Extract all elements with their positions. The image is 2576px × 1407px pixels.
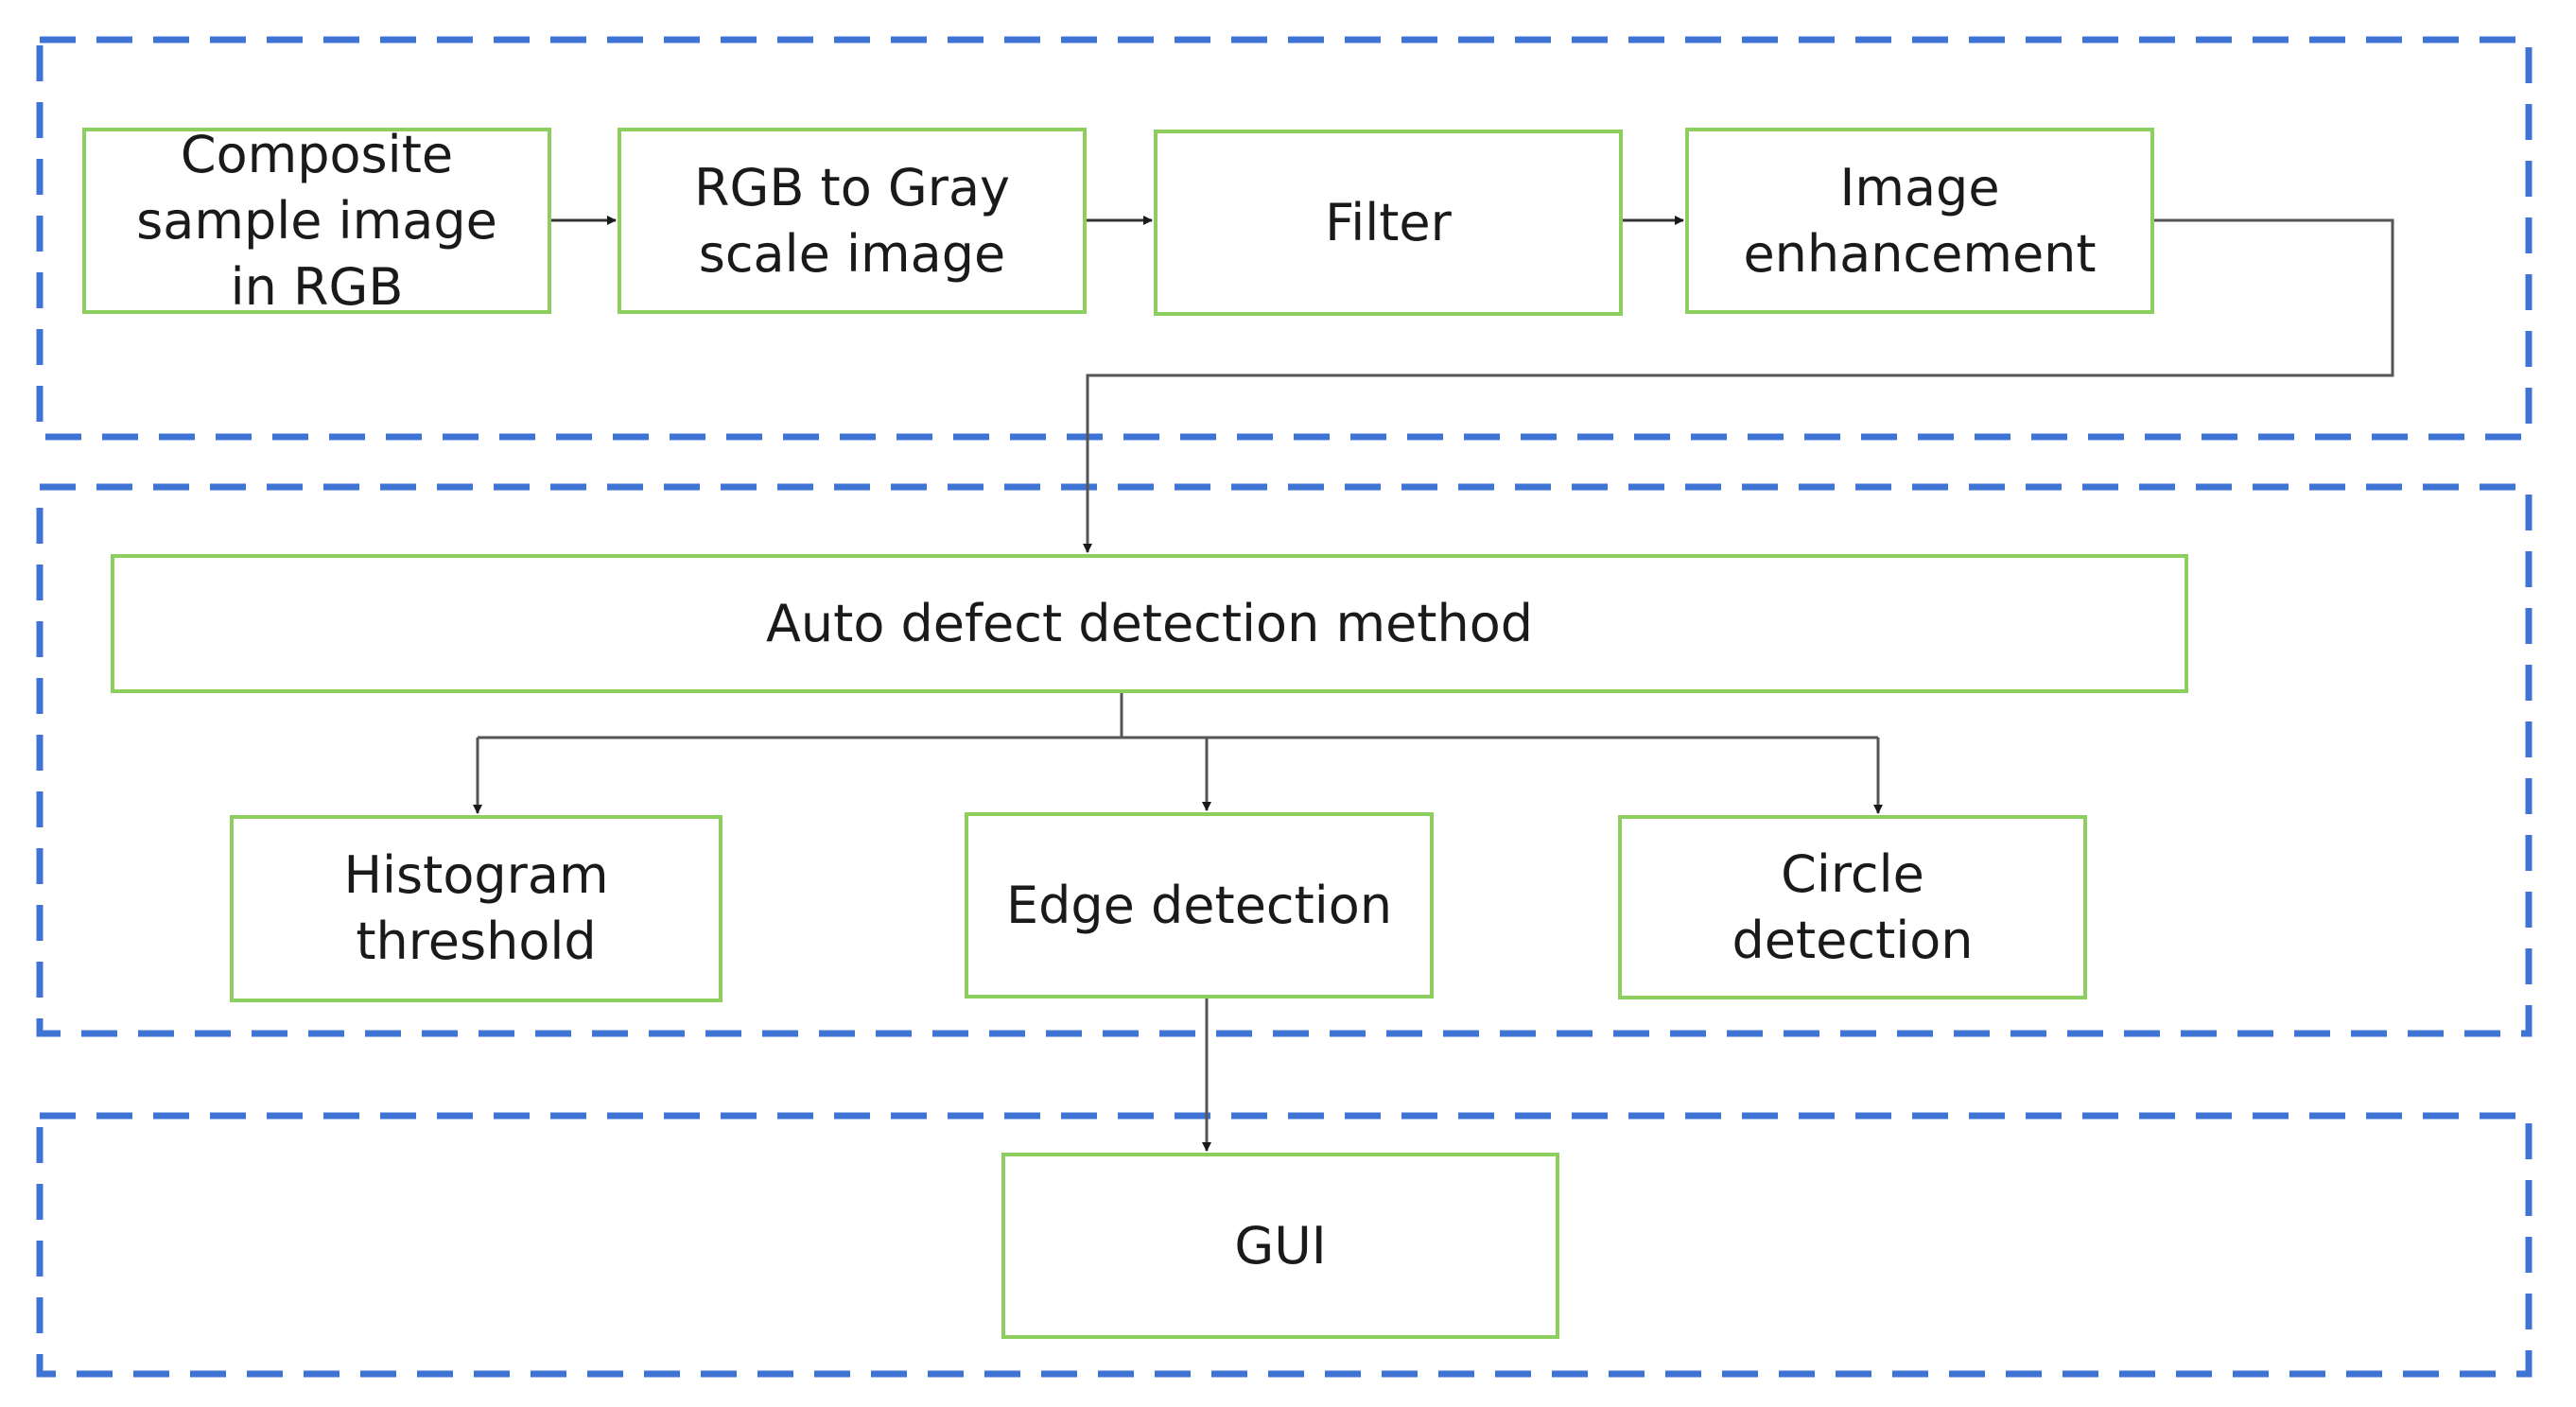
auto-defect-detection-box: Auto defect detection method (111, 554, 2188, 693)
circle-detection-box: Circle detection (1618, 815, 2087, 999)
composite-image-box: Composite sample image in RGB (82, 125, 551, 317)
edge-detection-box: Edge detection (965, 812, 1434, 999)
gui-box: GUI (1001, 1153, 1559, 1339)
group-frame-preprocessing (36, 36, 2532, 441)
image-enhancement-box: Image enhancement (1685, 128, 2154, 314)
filter-box: Filter (1154, 130, 1623, 316)
rgb-to-gray-box: RGB to Gray scale image (618, 128, 1087, 314)
group-frame-detection (36, 483, 2532, 1037)
group-frame-interface (36, 1112, 2532, 1378)
histogram-threshold-box: Histogram threshold (230, 815, 722, 1002)
arrow-enhancement-to-auto-defect (1083, 218, 2394, 553)
